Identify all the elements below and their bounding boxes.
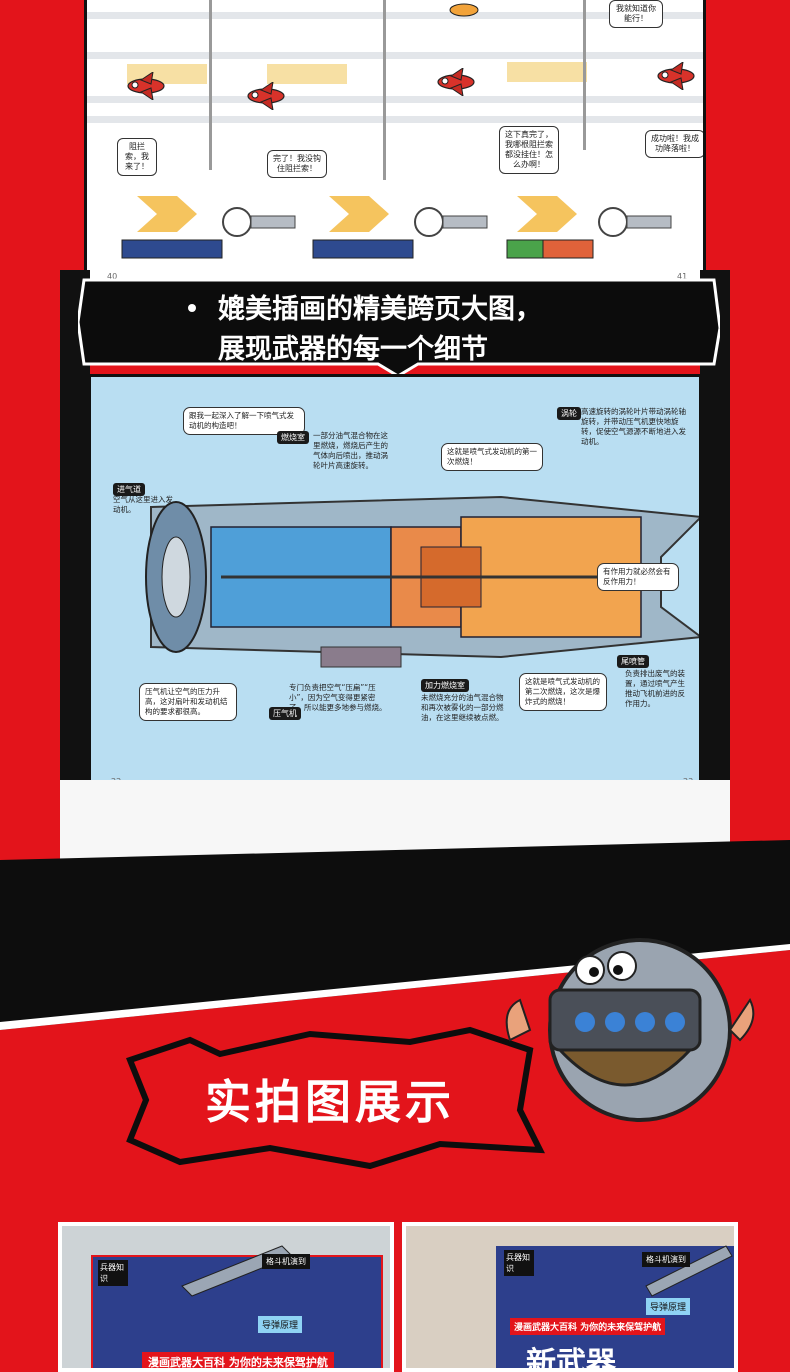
section-title: 实拍图展示: [205, 1075, 455, 1129]
comic-spread-top: 我就知道你能行！ 阻拦索，我来了！ 完了！我没钩住阻拦索！ 这下真完了，我哪根阻…: [84, 0, 706, 285]
runway-marker: [267, 64, 347, 84]
speech-bubble: 这就是喷气式发动机的第一次燃烧！: [441, 443, 543, 471]
desc-afterburner: 未燃烧充分的油气混合物和再次被雾化的一部分燃油，在这里继续被点燃。: [421, 693, 504, 722]
box-slogan: 漫画武器大百科 为你的未来保驾护航: [142, 1352, 334, 1368]
label-intake: 进气道: [113, 483, 145, 496]
bullet-dot-icon: [188, 304, 196, 312]
series-logo: 兵器知识: [98, 1260, 128, 1286]
product-photo-left: 兵器知识 格斗机演到 导弹原理 漫画武器大百科 为你的未来保驾护航: [58, 1222, 394, 1372]
speech-bubble: 成功啦！我成功降落啦！: [645, 130, 703, 158]
arrest-cable: [209, 0, 212, 170]
fighter-plane-icon: [657, 62, 695, 90]
desc-compressor: 专门负责把空气“压扁”“压小”，因为空气变得更紧密了，所以能更多地参与燃烧。: [289, 683, 387, 712]
label-nozzle: 尾喷管: [617, 655, 649, 668]
fighter-plane-icon: [247, 82, 285, 110]
mascot-helmet-icon: [505, 938, 755, 1122]
speech-bubble: 有作用力就必然会有反作用力！: [597, 563, 679, 591]
arresting-gear-diagram: [121, 196, 672, 259]
label-combustor: 燃烧室: [277, 431, 309, 444]
desc-turbine: 高速旋转的涡轮叶片带动涡轮轴旋转，并带动压气机更快地旋转，促使空气源源不断地进入…: [581, 407, 686, 446]
runway-track: [87, 116, 703, 123]
label-afterburner: 加力燃烧室: [421, 679, 469, 692]
desc-nozzle: 负责排出废气的装置，通过喷气产生推动飞机前进的反作用力。: [625, 669, 685, 708]
arrest-cable: [583, 0, 586, 150]
speech-bubble: 完了！我没钩住阻拦索！: [267, 150, 327, 178]
title-burst-shape: [126, 1026, 546, 1170]
caption-banner: 媲美插画的精美跨页大图， 展现武器的每一个细节: [78, 278, 720, 376]
missile-icon: [449, 3, 479, 17]
speech-bubble: 阻拦索，我来了！: [117, 138, 157, 176]
page-number: 40: [107, 272, 118, 281]
box-tag: 格斗机演到: [642, 1252, 690, 1267]
box-tag: 格斗机演到: [262, 1254, 310, 1269]
speech-bubble: 我就知道你能行！: [609, 0, 663, 28]
jet-engine-illustration: [145, 495, 699, 668]
box-subtitle: 导弹原理: [646, 1298, 691, 1315]
fighter-plane-icon: [437, 68, 475, 96]
box-big-title: 新武器: [526, 1346, 616, 1372]
caption-banner-shape: [78, 278, 720, 376]
runway-marker: [507, 62, 587, 82]
page-number: 41: [677, 272, 688, 281]
engine-spread: 跟我一起深入了解一下喷气式发动机的构造吧！ 燃烧室 一部分油气混合物在这里燃烧，…: [88, 374, 702, 794]
speech-bubble: 这下真完了，我哪根阻拦索都没挂住！怎么办啊！: [499, 126, 559, 174]
book-box-image: [496, 1245, 734, 1368]
arrest-cable: [383, 0, 386, 180]
runway-track: [87, 52, 703, 59]
label-turbine: 涡轮: [557, 407, 581, 420]
runway-track: [87, 12, 703, 19]
section-title-banner: 实拍图展示: [110, 1020, 550, 1180]
desc-combustor: 一部分油气混合物在这里燃烧，燃烧后产生的气体向后喷出，推动涡轮叶片高速旋转。: [313, 431, 388, 470]
fighter-plane-icon: [127, 72, 165, 100]
speech-bubble: 这就是喷气式发动机的第二次燃烧，这次是爆炸式的燃烧！: [519, 673, 607, 711]
caption-text: 媲美插画的精美跨页大图， 展现武器的每一个细节: [218, 290, 698, 370]
product-photo-right: 兵器知识 格斗机演到 导弹原理 漫画武器大百科 为你的未来保驾护航 新武器: [402, 1222, 738, 1372]
box-slogan: 漫画武器大百科 为你的未来保驾护航: [510, 1318, 666, 1335]
book-box-image: [91, 1245, 383, 1368]
speech-bubble: 跟我一起深入了解一下喷气式发动机的构造吧！: [183, 407, 305, 435]
runway-track: [87, 96, 703, 103]
note-bubble: 压气机让空气的压力升高，这对扇叶和发动机结构的要求都很高。: [139, 683, 237, 721]
desc-intake: 空气从这里进入发动机。: [113, 495, 173, 514]
label-compressor: 压气机: [269, 707, 301, 720]
series-logo: 兵器知识: [504, 1250, 534, 1276]
caption-line-2: 展现武器的每一个细节: [218, 334, 488, 365]
box-subtitle: 导弹原理: [258, 1316, 303, 1333]
caption-line-1: 媲美插画的精美跨页大图，: [218, 294, 542, 325]
